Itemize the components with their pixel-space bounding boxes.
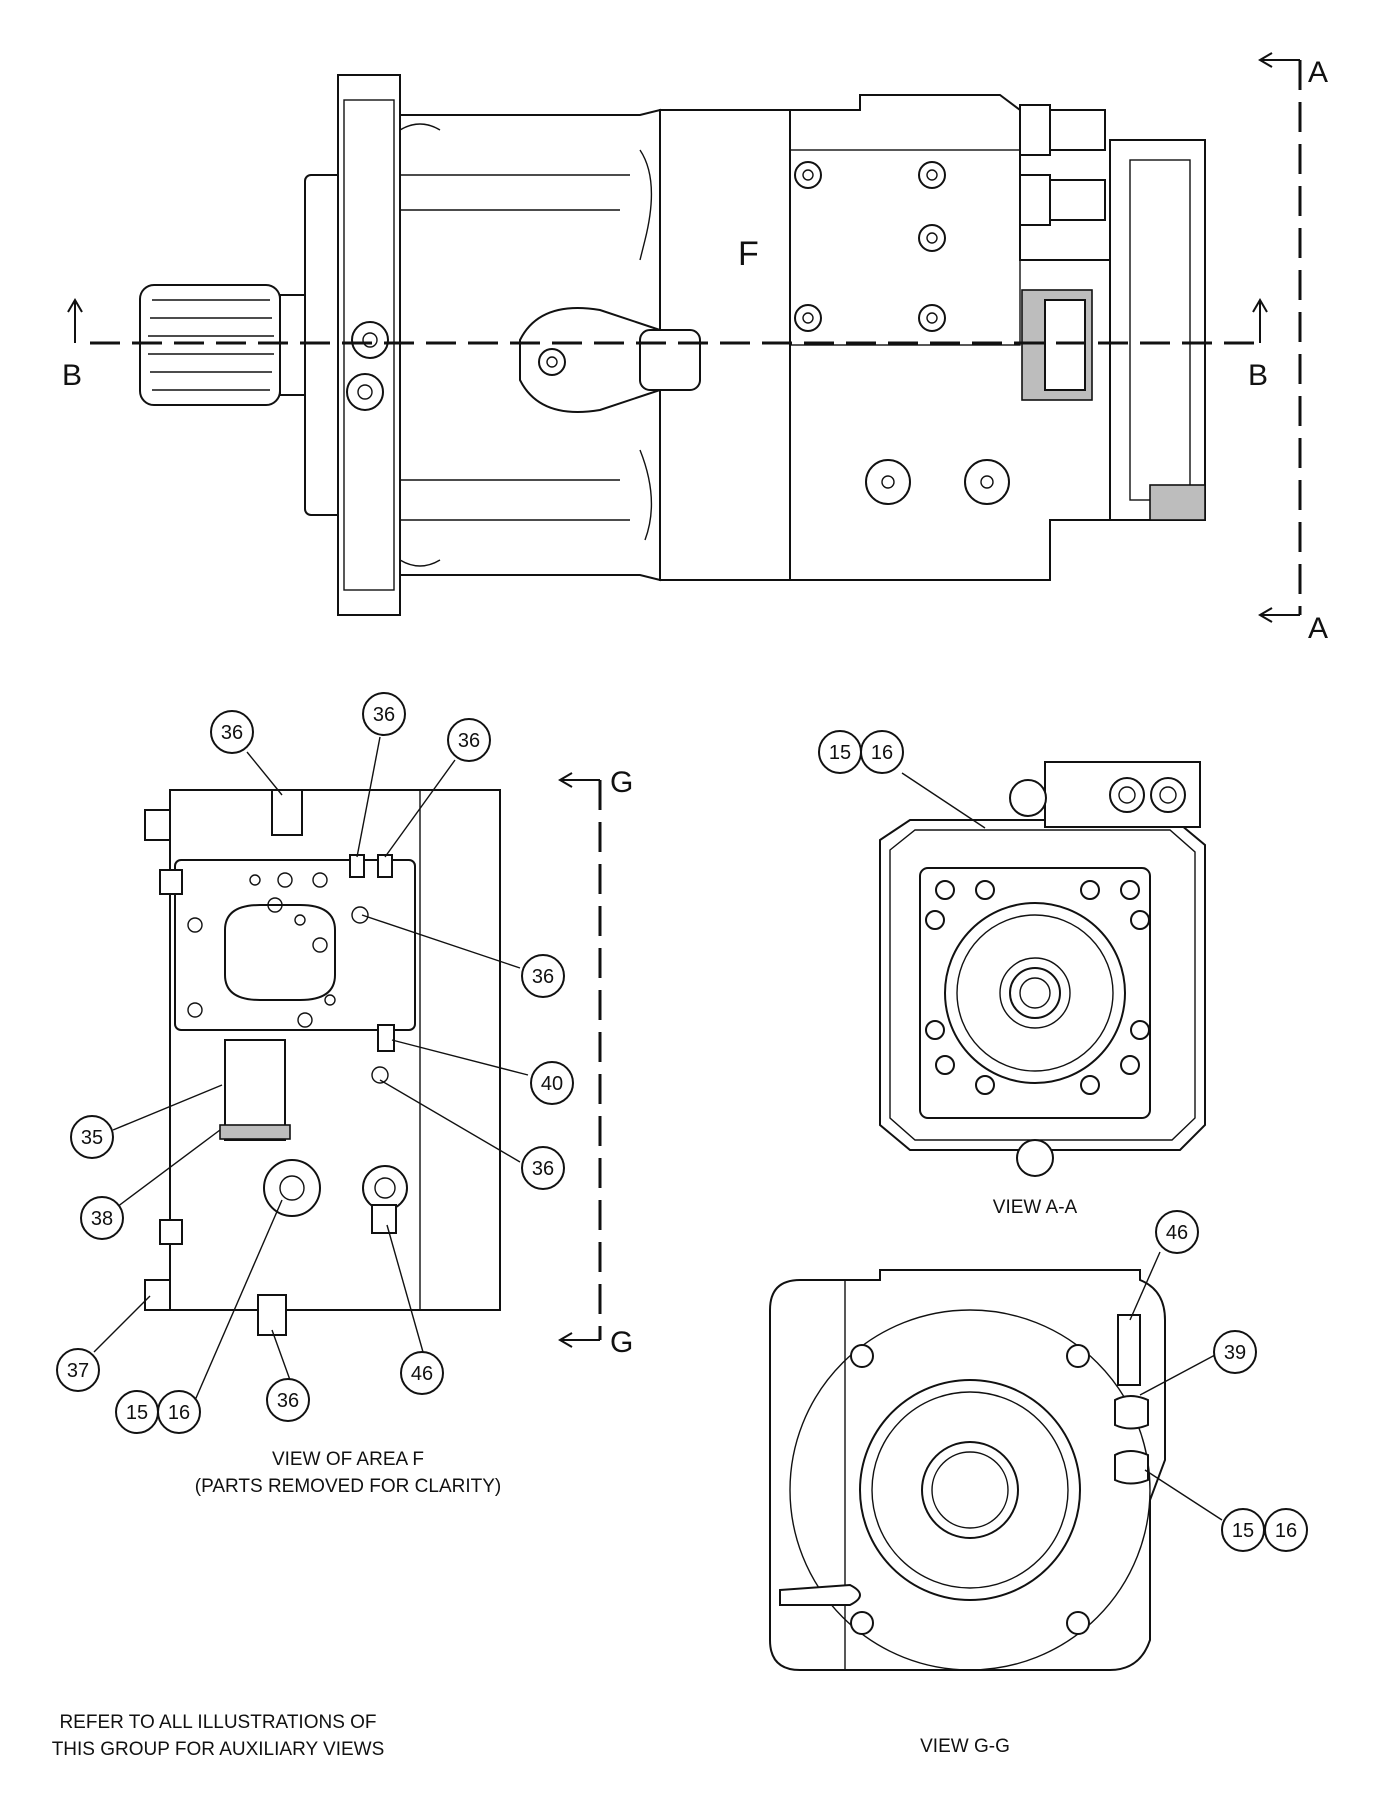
svg-text:46: 46: [411, 1363, 433, 1385]
callout-16-a: 16: [157, 1390, 201, 1434]
svg-text:36: 36: [221, 722, 243, 744]
svg-text:36: 36: [277, 1390, 299, 1412]
callout-36-a: 36: [210, 710, 254, 754]
callout-36-e: 36: [521, 1146, 565, 1190]
svg-text:38: 38: [91, 1208, 113, 1230]
svg-text:16: 16: [871, 742, 893, 764]
callout-15-a: 15: [115, 1390, 159, 1434]
sectioned-port: [1021, 289, 1206, 521]
view-g-g-caption: VIEW G-G: [920, 1736, 1010, 1757]
boss-right: [362, 1165, 408, 1211]
callout-36-b: 36: [362, 692, 406, 736]
gg-side-port: [779, 1583, 861, 1606]
svg-text:39: 39: [1224, 1342, 1246, 1364]
svg-text:15: 15: [126, 1402, 148, 1424]
callout-36-f: 36: [266, 1378, 310, 1422]
section-b-right-label: B: [1248, 359, 1268, 392]
section-b-left-label: B: [62, 359, 82, 392]
control-block: [789, 94, 1111, 581]
callout-40: 40: [530, 1061, 574, 1105]
svg-text:15: 15: [1232, 1520, 1254, 1542]
area-f-caption-line1: VIEW OF AREA F: [272, 1449, 424, 1470]
flange-bolt-upper: [351, 321, 389, 359]
control-block-bolts: [794, 161, 1010, 505]
main-side-view: B B A A F: [62, 52, 1328, 645]
svg-text:36: 36: [458, 730, 480, 752]
area-f-label: F: [738, 235, 759, 273]
callout-37: 37: [56, 1348, 100, 1392]
area-f-view: G G 36 36 36 36 40 35 36 38 46 37 15 16: [56, 692, 633, 1497]
callout-38: 38: [80, 1196, 124, 1240]
port-opening: [224, 904, 336, 1001]
plate-holes: [187, 872, 389, 1084]
callout-15-gg: 15: [1221, 1508, 1265, 1552]
callout-16-aa: 16: [860, 730, 904, 774]
svg-text:40: 40: [541, 1073, 563, 1095]
plug-top: [271, 789, 303, 836]
aa-bottom-plug: [1016, 1139, 1054, 1177]
area-f-leaders: [93, 736, 529, 1406]
callout-39: 39: [1213, 1330, 1257, 1374]
gg-bolts: [850, 1344, 1090, 1635]
side-fittings: [1019, 104, 1206, 521]
svg-text:46: 46: [1166, 1222, 1188, 1244]
cutout: [224, 1039, 286, 1141]
flange-bolt-lower: [346, 373, 384, 411]
callout-35: 35: [70, 1115, 114, 1159]
svg-text:16: 16: [168, 1402, 190, 1424]
gg-flange-circle: [789, 1309, 1151, 1671]
svg-text:15: 15: [829, 742, 851, 764]
callout-36-c: 36: [447, 718, 491, 762]
svg-text:36: 36: [532, 1158, 554, 1180]
section-g-bottom-label: G: [610, 1326, 633, 1359]
callout-16-gg: 16: [1264, 1508, 1308, 1552]
section-a-top-label: A: [1308, 56, 1328, 89]
gg-plug-15-16: [1114, 1450, 1149, 1485]
svg-text:37: 37: [67, 1360, 89, 1382]
area-f-caption-line2: (PARTS REMOVED FOR CLARITY): [195, 1476, 502, 1497]
callout-46-gg: 46: [1155, 1210, 1199, 1254]
boss-left: [263, 1159, 321, 1217]
spline-shaft: [139, 284, 311, 406]
gg-splined-hole: [921, 1441, 1019, 1539]
svg-text:16: 16: [1275, 1520, 1297, 1542]
section-a-bottom-label: A: [1308, 612, 1328, 645]
section-g-top-label: G: [610, 766, 633, 799]
svg-text:36: 36: [532, 966, 554, 988]
adjuster-boss: [519, 307, 701, 413]
svg-text:35: 35: [81, 1127, 103, 1149]
callout-46-a: 46: [400, 1351, 444, 1395]
gg-plug-46: [1117, 1314, 1141, 1386]
gg-plug-39: [1114, 1395, 1149, 1430]
callout-36-d: 36: [521, 954, 565, 998]
view-a-a-caption: VIEW A-A: [993, 1197, 1078, 1218]
view-a-a: 15 16 VIEW A-A: [818, 730, 1206, 1218]
note-line1: REFER TO ALL ILLUSTRATIONS OF: [59, 1712, 376, 1733]
aa-bolts: [925, 880, 1150, 1095]
svg-text:36: 36: [373, 704, 395, 726]
view-g-g: 46 39 15 16 VIEW G-G: [769, 1210, 1308, 1757]
callout-15-aa: 15: [818, 730, 862, 774]
note-line2: THIS GROUP FOR AUXILIARY VIEWS: [52, 1739, 385, 1760]
